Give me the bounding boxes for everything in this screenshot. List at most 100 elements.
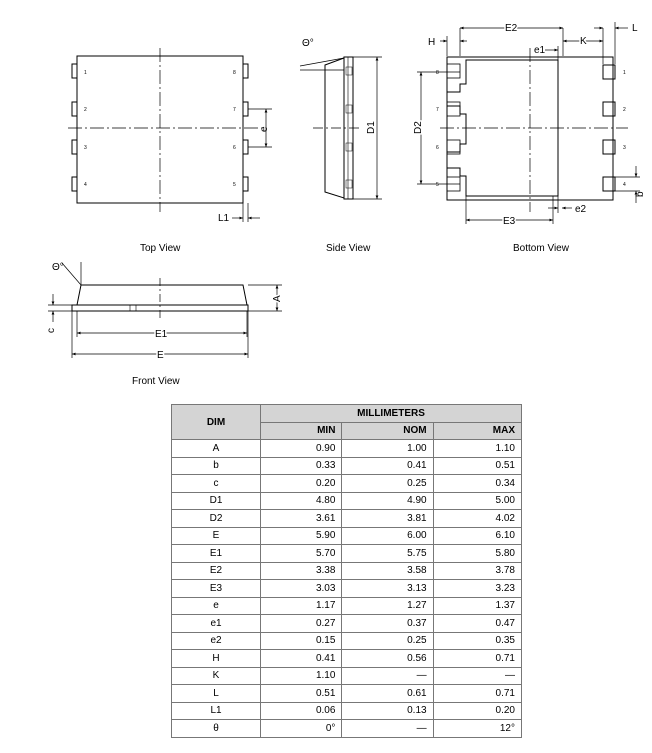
cell-min: 0.20: [259, 474, 343, 493]
cell-max: 0.20: [432, 701, 523, 720]
top-lead: [71, 139, 78, 155]
cell-dim: D2: [171, 509, 261, 528]
cell-min: 5.70: [259, 544, 343, 563]
top-lead: [71, 63, 78, 79]
dim-label-e3: E3: [503, 216, 516, 227]
dim-label-e2-small: e2: [575, 204, 587, 215]
cell-nom: 3.58: [341, 561, 434, 580]
cell-nom: 1.27: [341, 596, 434, 615]
pin-label: 7: [436, 107, 439, 113]
cell-max: 0.35: [432, 631, 523, 650]
cell-max: 1.10: [432, 439, 523, 458]
package-drawing: 1 2 3 4 8 7 6 5 e L1 Top View Θ° D1 Side…: [46, 22, 646, 388]
dim-label-d1: D1: [366, 121, 377, 134]
top-lead: [71, 176, 78, 192]
cell-min: 3.03: [259, 579, 343, 598]
top-lead: [71, 101, 78, 117]
dim-label-b: b: [635, 191, 646, 197]
cell-dim: A: [171, 439, 261, 458]
dim-label-e1: e1: [534, 45, 546, 56]
cell-dim: e2: [171, 631, 261, 650]
cell-dim: E3: [171, 579, 261, 598]
cell-nom: 0.25: [341, 631, 434, 650]
cell-nom: 0.37: [341, 614, 434, 633]
pin-label: 7: [233, 107, 236, 113]
cell-max: 0.51: [432, 456, 523, 475]
dim-label-a: A: [272, 295, 283, 302]
dim-label-front-e: E: [157, 350, 164, 361]
pin-label: 8: [436, 70, 439, 76]
dim-label-l1: L1: [218, 213, 230, 224]
dim-label-e2: E2: [505, 23, 518, 34]
cell-nom: —: [341, 666, 434, 685]
cell-max: 6.10: [432, 526, 523, 545]
cell-min: 5.90: [259, 526, 343, 545]
cell-nom: 0.25: [341, 474, 434, 493]
cell-min: 0.51: [259, 684, 343, 703]
dim-label-c: c: [46, 328, 57, 333]
cell-min: 0.33: [259, 456, 343, 475]
cell-dim: D1: [171, 491, 261, 510]
cell-max: 12°: [432, 719, 523, 738]
cell-min: 0°: [259, 719, 343, 738]
dim-label-e: e: [259, 126, 270, 132]
cell-min: 3.38: [259, 561, 343, 580]
cell-min: 1.17: [259, 596, 343, 615]
cell-dim: e: [171, 596, 261, 615]
bottom-view-title: Bottom View: [513, 243, 570, 254]
pin-label: 5: [233, 182, 236, 188]
cell-max: 3.23: [432, 579, 523, 598]
cell-nom: 0.56: [341, 649, 434, 668]
bottom-lead: [602, 101, 616, 117]
cell-nom: 0.61: [341, 684, 434, 703]
cell-dim: e1: [171, 614, 261, 633]
dim-label-front-e1: E1: [155, 329, 168, 340]
cell-nom: 6.00: [341, 526, 434, 545]
top-lead: [242, 101, 249, 117]
cell-dim: E2: [171, 561, 261, 580]
cell-nom: 4.90: [341, 491, 434, 510]
cell-min: 0.27: [259, 614, 343, 633]
pin-label: 8: [233, 70, 236, 76]
cell-max: 3.78: [432, 561, 523, 580]
bottom-lead: [602, 64, 616, 80]
cell-max: 0.47: [432, 614, 523, 633]
max-header: MAX: [432, 421, 523, 440]
cell-dim: K: [171, 666, 261, 685]
cell-min: 3.61: [259, 509, 343, 528]
pin-label: 6: [436, 145, 439, 151]
cell-nom: 5.75: [341, 544, 434, 563]
bottom-lead: [602, 176, 616, 192]
side-view-title: Side View: [326, 243, 371, 254]
top-lead: [242, 176, 249, 192]
min-header: MIN: [259, 421, 343, 440]
cell-max: 0.71: [432, 684, 523, 703]
cell-nom: 3.81: [341, 509, 434, 528]
cell-dim: L1: [171, 701, 261, 720]
dim-label-k: K: [580, 36, 587, 47]
cell-min: 0.06: [259, 701, 343, 720]
top-view-title: Top View: [140, 243, 181, 254]
bottom-lead: [602, 139, 616, 155]
pin-label: 4: [623, 182, 626, 188]
cell-dim: c: [171, 474, 261, 493]
cell-dim: L: [171, 684, 261, 703]
side-view: [299, 56, 382, 200]
top-lead: [242, 139, 249, 155]
cell-max: 0.71: [432, 649, 523, 668]
dim-label-l: L: [632, 23, 638, 34]
dim-header: DIM: [171, 404, 261, 440]
